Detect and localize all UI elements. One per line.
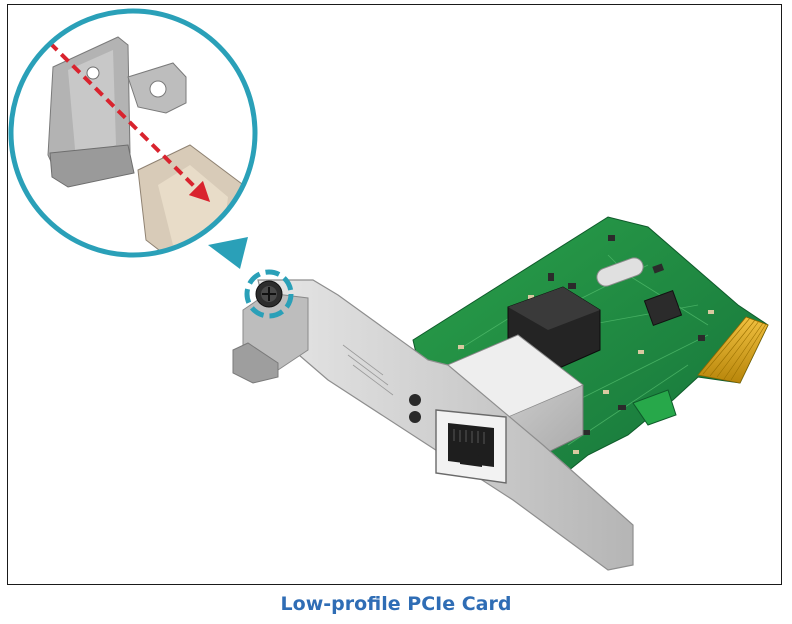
arrow-icon — [48, 41, 211, 203]
pcie-card-illustration — [8, 8, 769, 571]
figure-frame — [7, 4, 782, 585]
figure-caption: Low-profile PCIe Card — [280, 593, 512, 615]
callout-magnifier — [8, 8, 258, 258]
callout-pointer — [208, 237, 248, 269]
rj45-port-icon — [435, 409, 507, 484]
screw-icon — [244, 269, 294, 319]
